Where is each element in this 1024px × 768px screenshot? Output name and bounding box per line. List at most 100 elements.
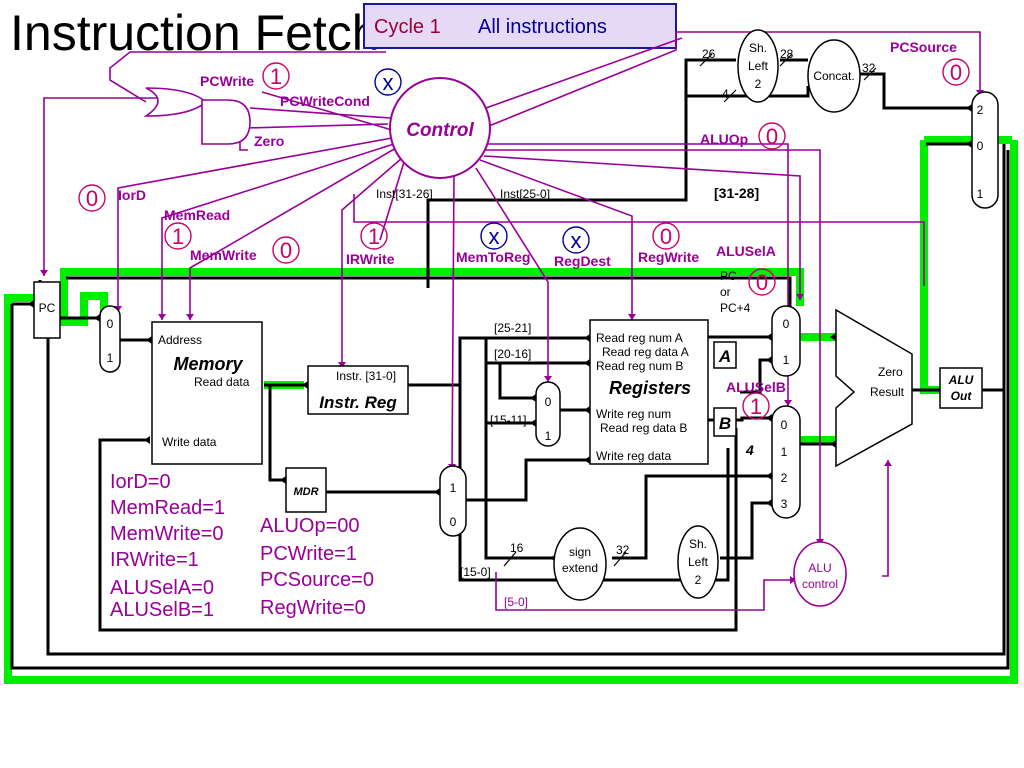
svg-text:[15-11]: [15-11] [490,413,526,427]
concat-label: Concat. [813,69,854,83]
register-file-labels: Read reg num A Read reg data A Read reg … [596,331,689,463]
svg-text:1: 1 [781,445,788,459]
svg-text:1: 1 [450,481,457,495]
value-pcwrite: 1 [262,62,290,90]
registers-title: Registers [609,378,691,398]
svg-text:RegWrite=0: RegWrite=0 [260,597,366,619]
summary-left: IorD=0 MemRead=1 MemWrite=0 IRWrite=1 AL… [110,471,225,621]
cycle-box [363,3,677,49]
svg-text:0: 0 [950,60,962,85]
value-pcwritecond: x [374,68,402,96]
mux-input-labels: 0 1 0 1 1 0 0 1 0 1 2 3 2 0 1 [107,103,984,529]
svg-text:32: 32 [862,61,876,75]
regdest-mux [535,381,561,447]
alu-result-label: Result [870,385,905,399]
memory-writedata-label: Write data [162,435,217,449]
instruction-register [307,365,409,415]
mdr-label: MDR [293,486,318,498]
b50-label: [5-0] [504,595,528,609]
aluout-label-2: Out [951,389,973,403]
bus-width-ticks [503,53,877,567]
svg-text:x: x [571,228,582,253]
svg-text:0: 0 [86,186,98,211]
svg-text:1: 1 [545,429,552,443]
svg-text:MemWrite: MemWrite [190,247,257,263]
svg-text:Inst[31-26]: Inst[31-26] [376,187,433,201]
svg-text:1: 1 [107,351,114,365]
svg-text:16: 16 [510,541,524,555]
value-memtoreg: x [480,222,508,250]
control-signal-names: PCWrite PCWriteCond Zero IorD MemRead Me… [118,39,957,395]
pc-register [33,281,61,339]
svg-text:PCSource=0: PCSource=0 [260,569,374,591]
svg-text:1: 1 [270,64,282,89]
aluselb-four-label: 4 [745,442,754,458]
reg-b [713,407,737,437]
reg-b-label: B [719,414,731,433]
iord-mux [99,305,121,373]
svg-text:ALUSelB=1: ALUSelB=1 [110,599,214,621]
svg-text:ALUSelA: ALUSelA [716,243,776,259]
value-memwrite: 0 [272,236,300,264]
svg-text:0: 0 [450,515,457,529]
svg-text:PC+4: PC+4 [720,301,751,315]
concat-block [807,39,861,113]
shl-bottom-l3: 2 [695,573,702,587]
svg-text:RegDest: RegDest [554,253,611,269]
shl-top-l2: Left [748,59,769,73]
cycle-label: Cycle 1 [374,16,441,38]
sign-extend [553,527,607,601]
svg-text:Read reg num A: Read reg num A [596,331,683,345]
shl-bottom-l2: Left [688,555,709,569]
svg-text:[25-21]: [25-21] [494,321,531,335]
sign-extend-label-1: sign [569,545,591,559]
svg-text:0: 0 [280,238,292,263]
svg-text:0: 0 [107,317,114,331]
aluout-register [939,367,983,409]
svg-text:1: 1 [783,353,790,367]
svg-text:x: x [489,224,500,249]
value-aluop: 0 [758,122,786,150]
svg-text:MemWrite=0: MemWrite=0 [110,523,224,545]
datapath-wires [10,58,1010,670]
memory-address-label: Address [158,333,202,347]
svg-text:1: 1 [977,187,984,201]
shl-top-l1: Sh. [749,41,767,55]
svg-text:PCSource: PCSource [890,39,957,55]
alu-zero-label: Zero [878,365,903,379]
shl-top-l3: 2 [755,77,762,91]
svg-text:2: 2 [781,471,788,485]
svg-text:x: x [383,70,394,95]
control-unit [389,77,491,179]
memtoreg-mux [439,465,467,537]
value-alusela: 0 [748,268,776,296]
svg-text:IRWrite=1: IRWrite=1 [110,549,199,571]
svg-text:MemRead=1: MemRead=1 [110,497,225,519]
shift-left-top [737,29,779,103]
svg-text:Read reg data A: Read reg data A [602,345,689,359]
alu-control [793,541,847,607]
svg-text:0: 0 [781,418,788,432]
svg-text:MemRead: MemRead [164,207,230,223]
svg-text:IorD: IorD [118,187,146,203]
shl-bottom-l1: Sh. [689,537,707,551]
reg-a-label: A [718,347,731,366]
svg-text:[20-16]: [20-16] [494,347,531,361]
alu-control-label-1: ALU [808,561,831,575]
svg-text:IorD=0: IorD=0 [110,471,171,493]
muxes [99,91,999,537]
svg-text:28: 28 [780,47,794,61]
svg-text:MemToReg: MemToReg [456,249,530,265]
svg-text:1: 1 [368,224,380,249]
svg-text:ALUOp=00: ALUOp=00 [260,515,360,537]
value-iord: 0 [78,184,106,212]
svg-text:Inst[25-0]: Inst[25-0] [500,187,550,201]
svg-text:32: 32 [616,543,630,557]
svg-text:or: or [720,285,731,299]
memory-readdata-label: Read data [194,375,250,389]
svg-text:ALUSelA=0: ALUSelA=0 [110,577,214,599]
svg-text:0: 0 [783,317,790,331]
svg-text:RegWrite: RegWrite [638,249,699,265]
b3128-label: [31-28] [714,185,759,201]
bus-labels: 26 28 32 4 Inst[31-26] Inst[25-0] [25-21… [376,47,876,579]
